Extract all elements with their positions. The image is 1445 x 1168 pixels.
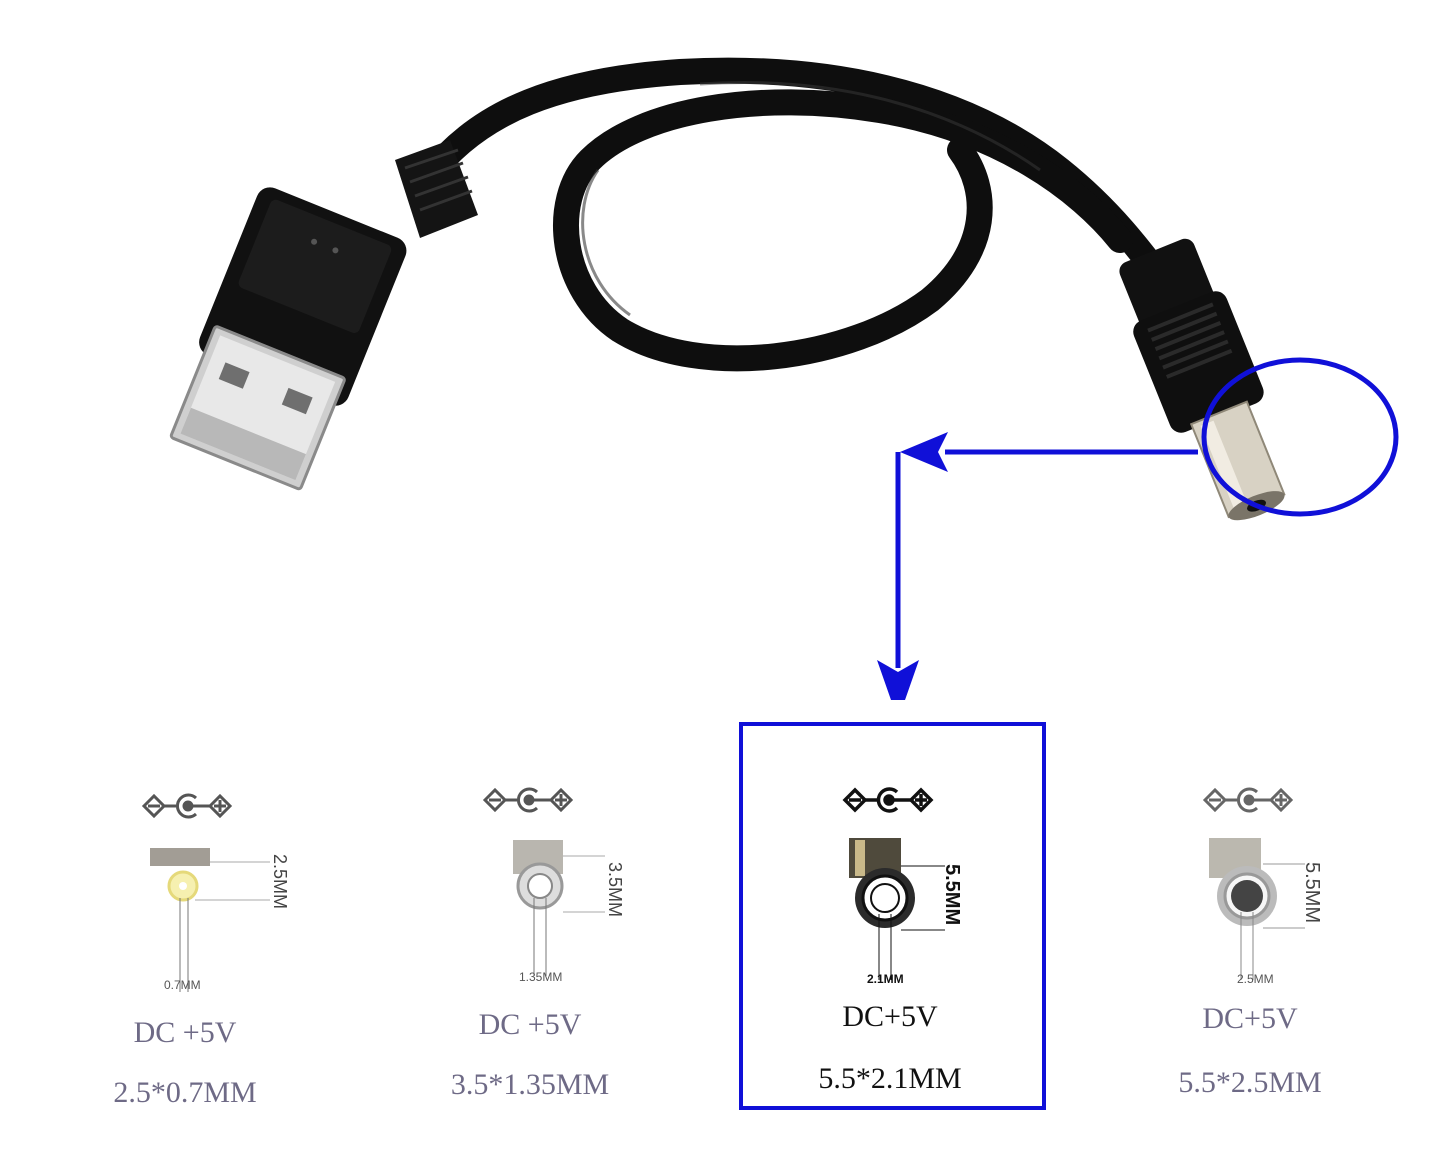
voltage-label: DC+5V (1202, 1002, 1298, 1035)
variant-2.5x0.7: 2.5MM 0.7MM DC +5V 2.5*0.7MM (100, 780, 290, 1120)
inner-diameter-label: 0.7MM (164, 978, 201, 992)
highlight-ellipse (1201, 357, 1399, 517)
plug-diagram (150, 848, 270, 992)
voltage-label: DC+5V (842, 1000, 938, 1033)
polarity-center-positive-icon (1202, 787, 1294, 813)
size-label: 2.5*0.7MM (113, 1076, 257, 1109)
cable-illustration (169, 57, 1399, 700)
polarity-center-positive-icon (842, 787, 934, 813)
outer-diameter-label: 5.5MM (1301, 862, 1323, 924)
cable-loop (553, 89, 1133, 372)
variant-3.5x1.35: 3.5MM 1.35MM DC +5V 3.5*1.35MM (445, 776, 625, 1116)
voltage-label: DC +5V (478, 1008, 582, 1041)
plug-diagram (1209, 838, 1305, 980)
outer-diameter-label: 3.5MM (605, 862, 625, 918)
size-label: 5.5*2.5MM (1178, 1066, 1322, 1099)
plug-diagram (849, 838, 945, 980)
size-label: 5.5*2.1MM (818, 1062, 962, 1095)
polarity-center-positive-icon (482, 787, 574, 813)
selected-variant-box (739, 722, 1046, 1110)
pointer-arrows (877, 432, 1198, 700)
inner-diameter-label: 1.35MM (519, 970, 563, 984)
outer-diameter-label: 2.5MM (270, 854, 290, 910)
dc-plug (1119, 238, 1286, 521)
variant-5.5x2.5: 5.5MM 2.5MM DC+5V 5.5*2.5MM (1165, 776, 1335, 1116)
inner-diameter-label: 2.1MM (867, 972, 904, 986)
variant-5.5x2.1: 5.5MM 2.1MM DC+5V 5.5*2.1MM (805, 778, 975, 1108)
outer-diameter-label: 5.5MM (941, 864, 963, 926)
plug-diagram (513, 840, 605, 976)
voltage-label: DC +5V (133, 1016, 237, 1049)
usb-a-plug (169, 187, 407, 491)
polarity-center-positive-icon (141, 793, 233, 819)
inner-diameter-label: 2.5MM (1237, 972, 1274, 986)
size-label: 3.5*1.35MM (450, 1068, 610, 1101)
usb-strain-relief (395, 140, 478, 238)
